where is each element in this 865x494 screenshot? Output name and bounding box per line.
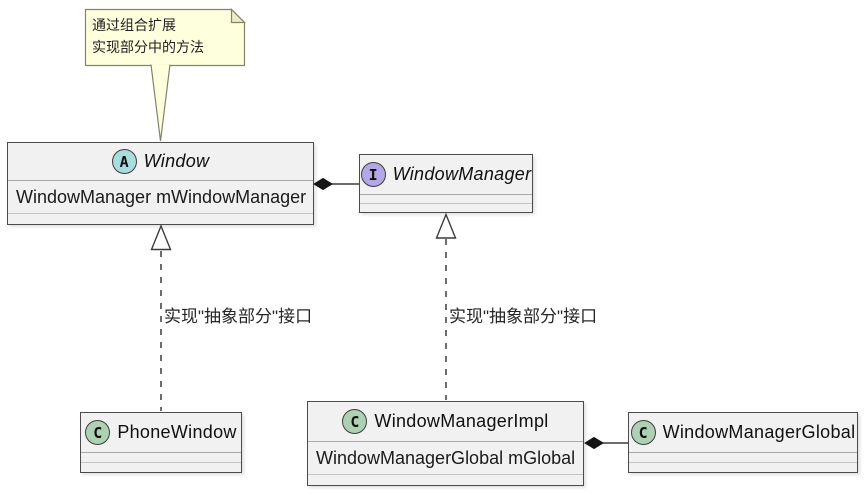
class-icon: C [630,420,656,445]
class-attribute: WindowManagerGlobal mGlobal [308,441,583,474]
note-line: 实现部分中的方法 [92,39,204,55]
class-name: Window [143,151,210,171]
realization-triangle-icon [150,224,172,251]
class-title-phone-window: C PhoneWindow [81,413,241,452]
class-box-phone-window: C PhoneWindow [80,412,242,473]
class-box-window-manager-global: C WindowManagerGlobal [628,412,858,473]
realization-triangle-icon [435,212,457,239]
class-title-window-manager-global: C WindowManagerGlobal [629,413,857,452]
note-fold-corner-icon [230,8,246,24]
composition-diamond-icon [313,177,333,191]
class-title-window-manager: I WindowManager [360,155,532,194]
note-tail-fill [151,64,170,141]
fields-compartment [360,194,532,203]
class-name: WindowManagerImpl [374,411,549,431]
class-name: WindowManagerGlobal [662,422,856,442]
class-icon: C [342,409,368,434]
abstract-class-icon: A [111,149,137,174]
note-tail-outline [150,64,171,142]
methods-compartment [629,462,857,472]
note: 通过组合扩展 实现部分中的方法 [92,14,204,58]
class-title-window-manager-impl: C WindowManagerImpl [308,402,583,441]
class-name: WindowManager [392,164,532,184]
fields-compartment [81,452,241,462]
methods-compartment [8,213,313,224]
class-name: PhoneWindow [117,422,237,442]
realization-label-impl: 实现"抽象部分"接口 [449,307,598,326]
methods-compartment [81,462,241,472]
realization-label-phone-window: 实现"抽象部分"接口 [164,307,313,326]
class-attribute: WindowManager mWindowManager [8,180,313,213]
composition-diamond-icon [584,436,604,450]
methods-compartment [308,474,583,485]
interface-icon: I [360,162,386,187]
class-box-window: A Window WindowManager mWindowManager [7,142,314,225]
note-line: 通过组合扩展 [92,17,176,33]
class-icon: C [85,420,111,445]
class-box-window-manager: I WindowManager [359,154,533,213]
fields-compartment [629,452,857,462]
methods-compartment [360,203,532,212]
class-box-window-manager-impl: C WindowManagerImpl WindowManagerGlobal … [307,401,584,486]
class-title-window: A Window [8,143,313,180]
